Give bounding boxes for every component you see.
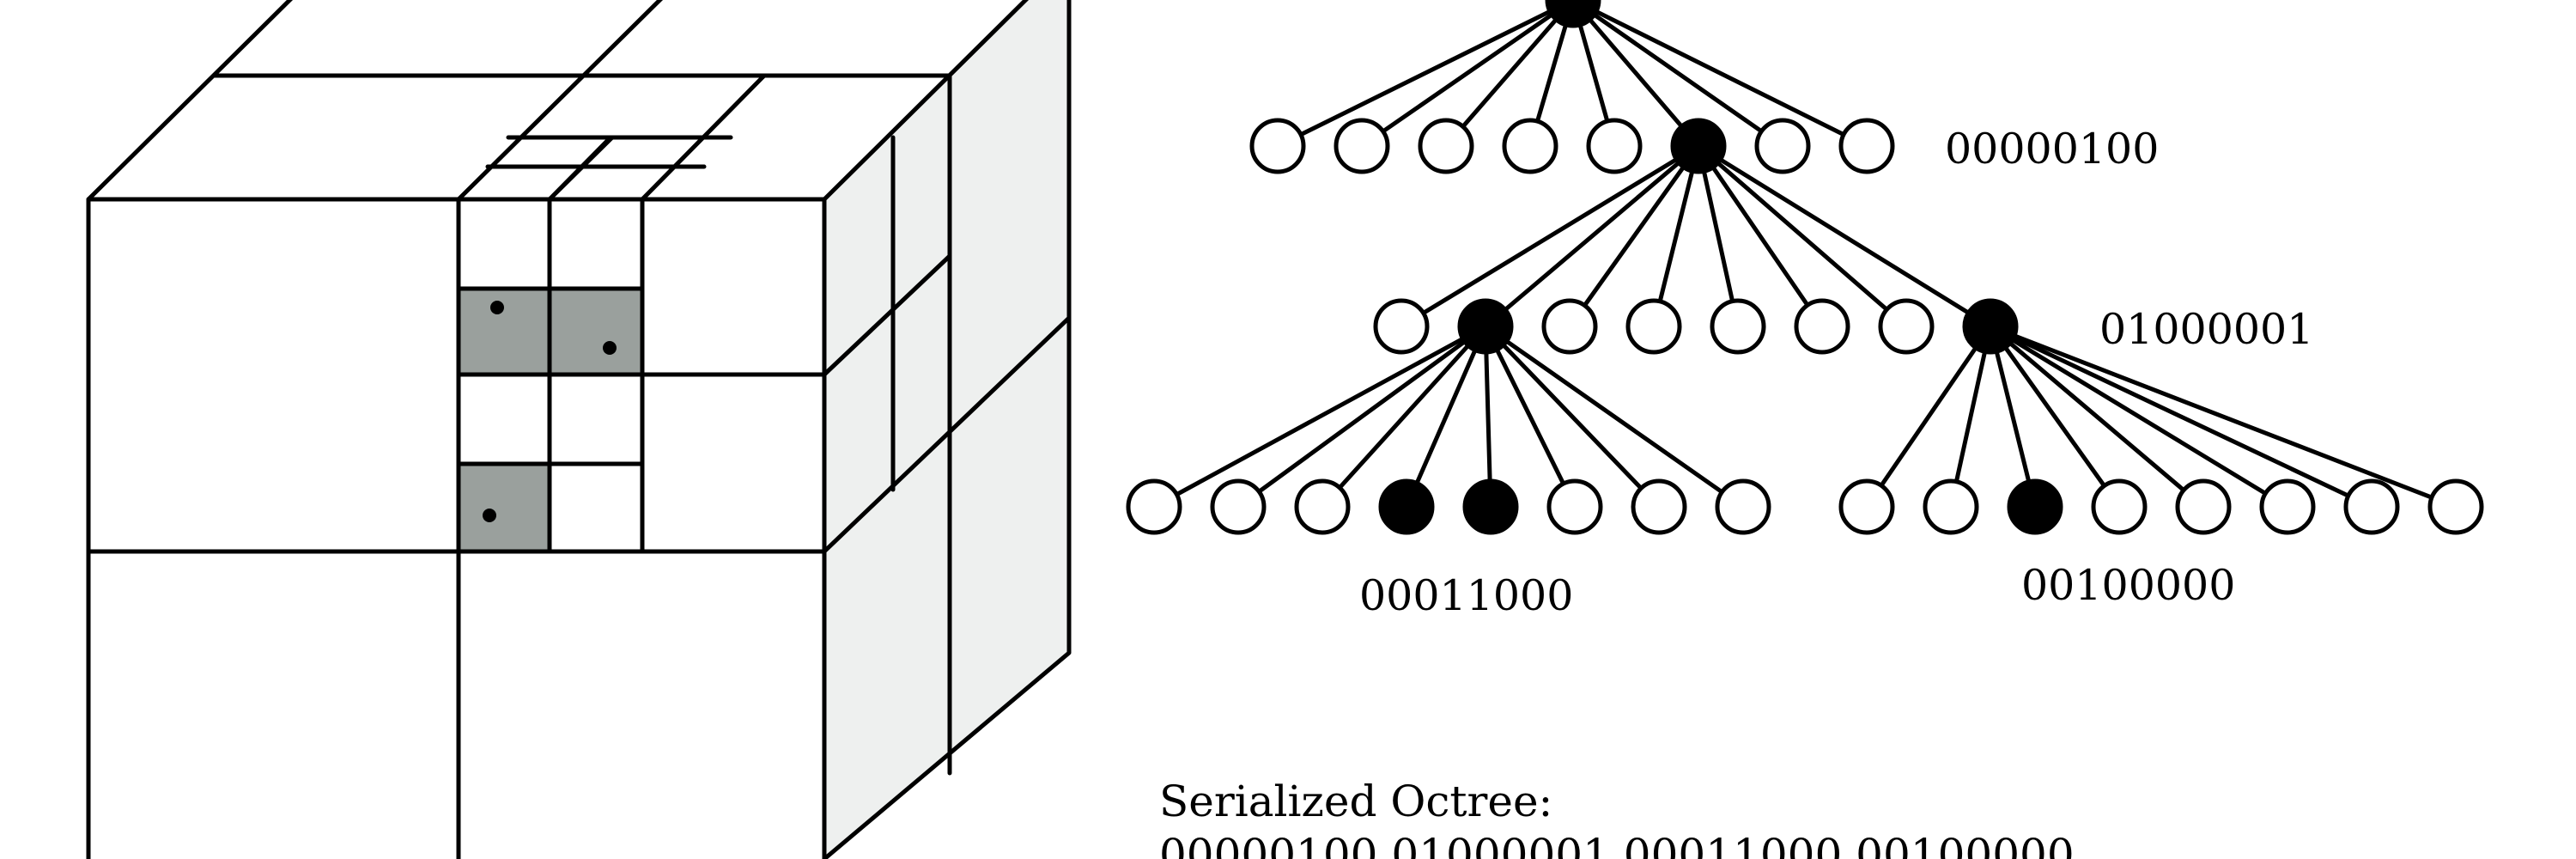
tree-node-empty [1838, 478, 1895, 535]
tree-node-empty [2175, 478, 2232, 535]
cube-right-grid [822, 0, 1072, 859]
occupied-voxel [459, 289, 550, 375]
point-marker [483, 509, 496, 522]
tree-node-empty [2427, 478, 2484, 535]
tree-node-empty [1334, 118, 1390, 174]
tree-node-empty [1502, 118, 1558, 174]
tree-node-empty [1249, 118, 1306, 174]
tree-node-empty [2343, 478, 2400, 535]
tree-node-occupied [1378, 478, 1435, 535]
tree-node-empty [1631, 478, 1687, 535]
serialized-value: 00000100 01000001 00011000 00100000 [1159, 830, 2075, 859]
tree-node-empty [1838, 118, 1895, 174]
tree-node-empty [1546, 478, 1603, 535]
tree-left-leaf-nodes [1126, 478, 1771, 535]
octree-tree: 00000100 01000001 00011000 00100000 [1126, 0, 2484, 620]
tree-node-empty [1754, 118, 1811, 174]
tree-node-empty [1625, 298, 1682, 355]
tree-level-1-nodes [1249, 118, 1895, 174]
right-leaf-code-label: 00100000 [2021, 561, 2235, 610]
tree-node-empty [1418, 118, 1474, 174]
serialized-octree: Serialized Octree: 00000100 01000001 000… [1159, 777, 2075, 859]
occupied-voxel [459, 464, 550, 550]
level-1-code-label: 00000100 [1945, 125, 2159, 174]
serialized-title: Serialized Octree: [1159, 777, 1552, 826]
tree-node-empty [1878, 298, 1935, 355]
tree-node-occupied [1670, 118, 1727, 174]
cube-top-grid [86, 0, 1030, 202]
tree-node-occupied [2007, 478, 2063, 535]
tree-node-occupied [1962, 298, 2019, 355]
tree-node-empty [1126, 478, 1182, 535]
root-node-occupied [1545, 0, 1601, 28]
tree-node-occupied [1457, 298, 1514, 355]
tree-edges-left-leaves [1151, 324, 1746, 509]
tree-level-2-nodes [1373, 298, 2019, 355]
point-marker [603, 341, 617, 355]
tree-node-empty [2091, 478, 2148, 535]
tree-node-empty [1586, 118, 1643, 174]
tree-node-occupied [1462, 478, 1519, 535]
tree-node-empty [1294, 478, 1351, 535]
left-leaf-code-label: 00011000 [1359, 571, 1573, 620]
point-marker [490, 301, 504, 314]
tree-edges-right-leaves [1864, 324, 2458, 509]
occupied-voxel [550, 289, 642, 375]
tree-node-empty [1923, 478, 1979, 535]
tree-node-empty [1541, 298, 1598, 355]
tree-node-empty [1710, 298, 1766, 355]
tree-node-empty [1210, 478, 1267, 535]
tree-edges-level-2 [1399, 143, 1993, 329]
tree-node-empty [2259, 478, 2316, 535]
tree-node-empty [1715, 478, 1771, 535]
cube-right-face [824, 0, 1069, 859]
tree-node-empty [1794, 298, 1850, 355]
tree-node-empty [1373, 298, 1430, 355]
tree-right-leaf-nodes [1838, 478, 2484, 535]
level-2-code-label: 01000001 [2099, 305, 2313, 354]
octree-cube [86, 0, 1072, 859]
